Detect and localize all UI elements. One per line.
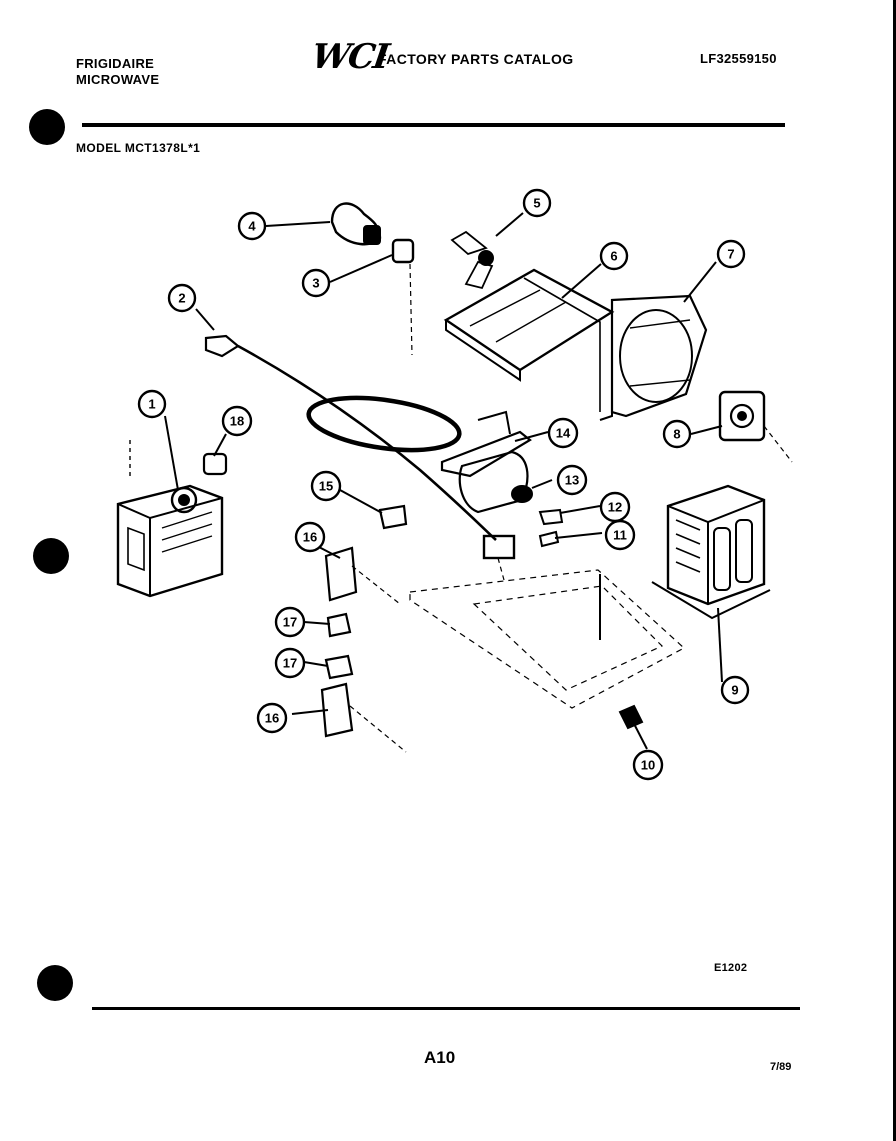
svg-text:9: 9 [731,683,738,698]
svg-text:1: 1 [148,397,155,412]
svg-text:10: 10 [641,758,655,773]
callout-6: 6 [599,241,629,271]
callout-11: 11 [604,519,636,551]
callout-7: 7 [716,239,746,269]
svg-text:3: 3 [312,276,319,291]
callout-9: 9 [720,675,750,705]
punch-hole-bottom [37,965,73,1001]
page-number: A10 [424,1048,456,1067]
svg-text:7: 7 [727,247,734,262]
callout-17-top: 17 [274,606,306,638]
svg-text:6: 6 [610,249,617,264]
punch-hole-middle [33,538,69,574]
callout-2: 2 [167,283,197,313]
svg-text:13: 13 [565,473,579,488]
callout-16-top: 16 [294,521,326,553]
page-edge [893,0,896,1141]
svg-text:8: 8 [673,427,680,442]
callout-14: 14 [547,417,579,449]
svg-text:17: 17 [283,615,297,630]
callout-3: 3 [301,268,331,298]
header-rule [82,123,785,127]
catalog-title: FACTORY PARTS CATALOG [378,51,574,67]
footer-rule [92,1007,800,1010]
svg-text:2: 2 [178,291,185,306]
callout-13: 13 [556,464,588,496]
punch-hole-top [29,109,65,145]
catalog-number: LF32559150 [700,51,777,66]
brand-block: FRIGIDAIRE MICROWAVE [76,56,159,88]
svg-text:14: 14 [556,426,571,441]
revision-date: 7/89 [770,1061,792,1073]
svg-text:18: 18 [230,414,244,429]
model-number: MODEL MCT1378L*1 [76,141,201,155]
svg-text:15: 15 [319,479,333,494]
callout-18: 18 [221,405,253,437]
callout-1: 1 [137,389,167,419]
svg-text:17: 17 [283,656,297,671]
product-type: MICROWAVE [76,72,160,87]
figure-code: E1202 [714,962,748,974]
callout-17-bottom: 17 [274,647,306,679]
callout-5: 5 [522,188,552,218]
svg-text:5: 5 [533,196,540,211]
callout-4: 4 [237,211,267,241]
callout-10: 10 [632,749,664,781]
callout-16-bottom: 16 [256,702,288,734]
callout-15: 15 [310,470,342,502]
svg-text:12: 12 [608,500,622,515]
callout-12: 12 [599,491,631,523]
svg-text:11: 11 [613,528,627,543]
callout-8: 8 [662,419,692,449]
brand-name: FRIGIDAIRE [76,56,155,71]
svg-text:16: 16 [303,530,317,545]
svg-text:16: 16 [265,711,279,726]
svg-text:4: 4 [248,219,256,234]
